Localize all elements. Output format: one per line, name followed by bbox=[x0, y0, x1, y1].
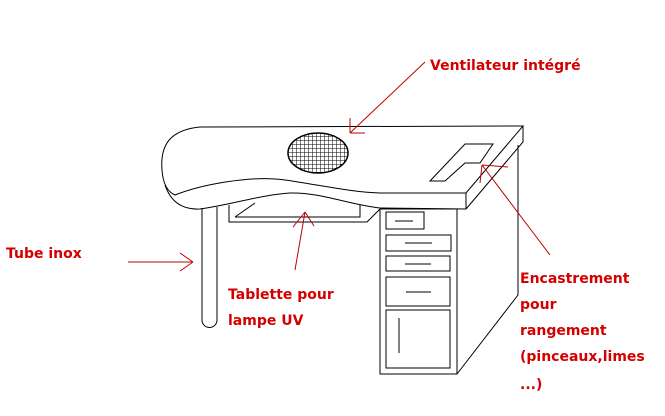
label-storage-1: Encastrement bbox=[520, 271, 630, 287]
tabletop-side bbox=[465, 126, 524, 210]
tabletop-front-edge bbox=[164, 184, 467, 210]
storage-slot bbox=[428, 143, 494, 182]
label-storage-4: (pinceaux,limes bbox=[520, 349, 645, 365]
tube-arrow bbox=[128, 252, 194, 272]
label-storage-2: pour bbox=[520, 297, 557, 313]
cabinet-side bbox=[456, 145, 519, 375]
storage-arrow bbox=[479, 164, 551, 256]
uv-tablet bbox=[228, 205, 381, 223]
arrows bbox=[128, 61, 551, 272]
steel-leg bbox=[201, 207, 218, 328]
label-tube: Tube inox bbox=[6, 246, 82, 262]
label-fan: Ventilateur intégré bbox=[430, 58, 581, 74]
cabinet bbox=[379, 208, 458, 375]
label-tablet-1: Tablette pour bbox=[228, 287, 334, 303]
tabletop bbox=[161, 125, 525, 196]
label-storage-3: rangement bbox=[520, 323, 607, 339]
fan-grille bbox=[287, 132, 349, 174]
label-storage-5: ...) bbox=[520, 377, 543, 393]
label-tablet-2: lampe UV bbox=[228, 313, 304, 329]
tablet-arrow bbox=[292, 211, 315, 271]
fan-arrow bbox=[349, 61, 426, 134]
